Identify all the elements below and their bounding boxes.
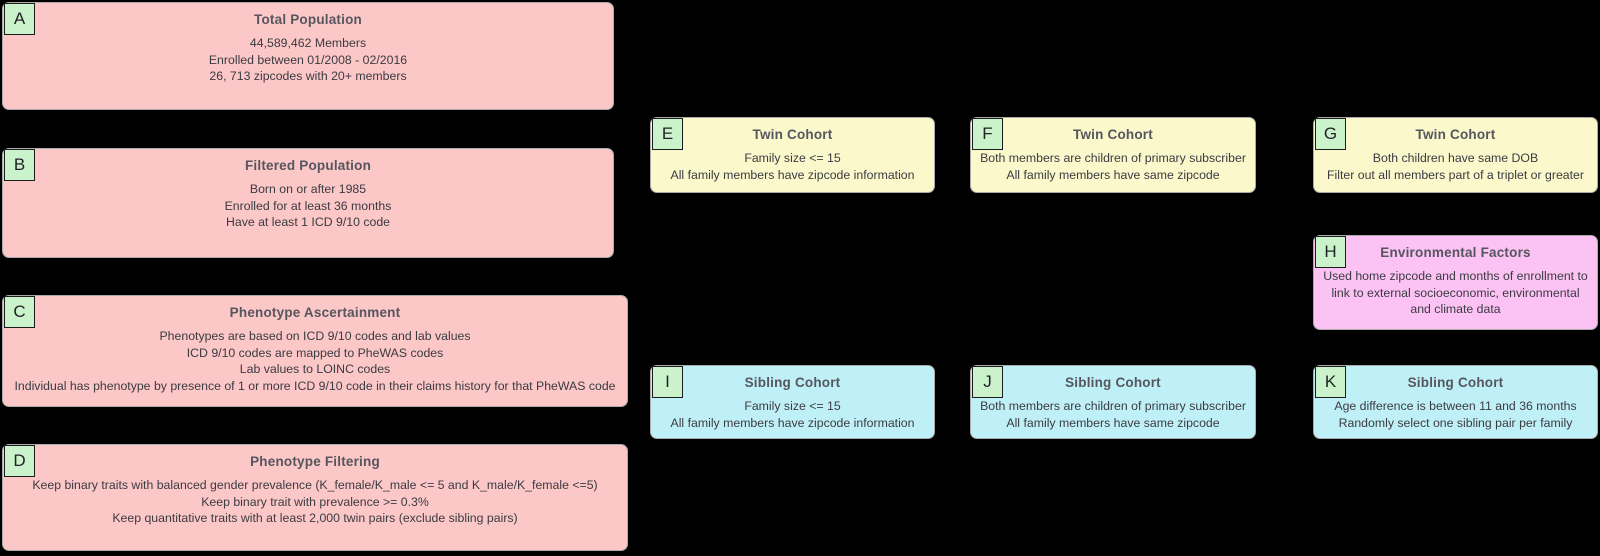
node-title: Sibling Cohort <box>744 375 841 390</box>
node-title: Phenotype Ascertainment <box>229 305 401 320</box>
node-label-badge: E <box>652 118 683 150</box>
node-text-line: Have at least 1 ICD 9/10 code <box>225 215 391 229</box>
node-text-line: Keep binary traits with balanced gender … <box>32 478 598 492</box>
node-text-line: Used home zipcode and months of enrollme… <box>1323 269 1588 316</box>
node-title: Phenotype Filtering <box>250 454 380 469</box>
node-label-badge: K <box>1315 366 1346 398</box>
node-title: Sibling Cohort <box>1065 375 1161 390</box>
node-text-line: Age difference is between 11 and 36 mont… <box>1334 399 1577 413</box>
node-label-badge: G <box>1315 118 1346 150</box>
node-label-badge: I <box>652 366 683 398</box>
node-text-line: Family size <= 15 <box>744 399 841 413</box>
node-label-badge: D <box>4 445 35 477</box>
flow-node-c: C Phenotype Ascertainment Phenotypes are… <box>2 295 628 407</box>
node-body: Both children have same DOB Filter out al… <box>1314 150 1597 183</box>
node-label-badge: J <box>972 366 1003 398</box>
node-text-line: Family size <= 15 <box>744 151 841 165</box>
node-text-line: Enrolled between 01/2008 - 02/2016 <box>208 52 408 67</box>
node-label-badge: F <box>972 118 1003 150</box>
node-title: Twin Cohort <box>1073 127 1153 142</box>
node-text-line: Keep quantitative traits with at least 2… <box>112 511 518 525</box>
node-label-badge: C <box>4 296 35 328</box>
node-text-line: Enrolled for at least 36 months <box>224 198 392 213</box>
node-text-line: Lab values to LOINC codes <box>239 362 391 376</box>
node-text-line: Keep binary trait with prevalence >= 0.3… <box>201 494 429 509</box>
node-title: Total Population <box>254 12 362 27</box>
node-text-line: All family members have zipcode informat… <box>670 415 915 430</box>
node-label-badge: H <box>1315 236 1346 268</box>
flow-node-e: E Twin Cohort Family size <= 15 All famil… <box>650 117 935 193</box>
node-text-line: Both children have same DOB <box>1372 151 1539 165</box>
node-title: Sibling Cohort <box>1407 375 1504 390</box>
flow-node-k: K Sibling Cohort Age difference is betwe… <box>1313 365 1598 439</box>
node-body: Family size <= 15 All family members have… <box>651 150 934 183</box>
flow-node-h: H Environmental Factors Used home zipcod… <box>1313 235 1598 330</box>
node-text-line: Both members are children of primary sub… <box>980 399 1246 413</box>
node-body: Family size <= 15 All family members have… <box>651 398 934 431</box>
flow-node-j: J Sibling Cohort Both members are childr… <box>970 365 1256 439</box>
node-label-badge: B <box>4 149 35 181</box>
node-text-line: 44,589,462 Members <box>249 36 367 50</box>
node-text-line: Filter out all members part of a triplet… <box>1327 167 1584 182</box>
flow-node-f: F Twin Cohort Both members are children … <box>970 117 1256 193</box>
node-body: Phenotypes are based on ICD 9/10 codes a… <box>3 328 627 394</box>
node-title: Filtered Population <box>244 158 372 173</box>
node-body: Age difference is between 11 and 36 mont… <box>1314 398 1597 431</box>
node-text-line: ICD 9/10 codes are mapped to PheWAS code… <box>186 345 444 360</box>
node-text-line: All family members have same zipcode <box>1006 415 1220 430</box>
node-body: Used home zipcode and months of enrollme… <box>1314 268 1597 318</box>
node-text-line: Both members are children of primary sub… <box>980 151 1246 165</box>
node-text-line: Phenotypes are based on ICD 9/10 codes a… <box>159 329 471 343</box>
node-text-line: 26, 713 zipcodes with 20+ members <box>209 69 407 83</box>
node-body: Both members are children of primary sub… <box>971 150 1255 183</box>
node-title: Environmental Factors <box>1380 245 1531 260</box>
node-body: Keep binary traits with balanced gender … <box>3 477 627 527</box>
node-title: Twin Cohort <box>1415 127 1496 142</box>
flow-node-b: B Filtered Population Born on or after 1… <box>2 148 614 258</box>
node-text-line: Individual has phenotype by presence of … <box>14 378 616 393</box>
flow-node-i: I Sibling Cohort Family size <= 15 All fa… <box>650 365 935 439</box>
flow-node-d: D Phenotype Filtering Keep binary traits… <box>2 444 628 551</box>
node-body: Both members are children of primary sub… <box>971 398 1255 431</box>
node-text-line: All family members have same zipcode <box>1006 167 1220 182</box>
node-label-badge: A <box>4 3 35 35</box>
node-text-line: Born on or after 1985 <box>249 182 367 196</box>
flow-node-g: G Twin Cohort Both children have same DO… <box>1313 117 1598 193</box>
node-text-line: Randomly select one sibling pair per fam… <box>1338 415 1573 430</box>
node-text-line: All family members have zipcode informat… <box>670 167 915 182</box>
node-title: Twin Cohort <box>752 127 833 142</box>
